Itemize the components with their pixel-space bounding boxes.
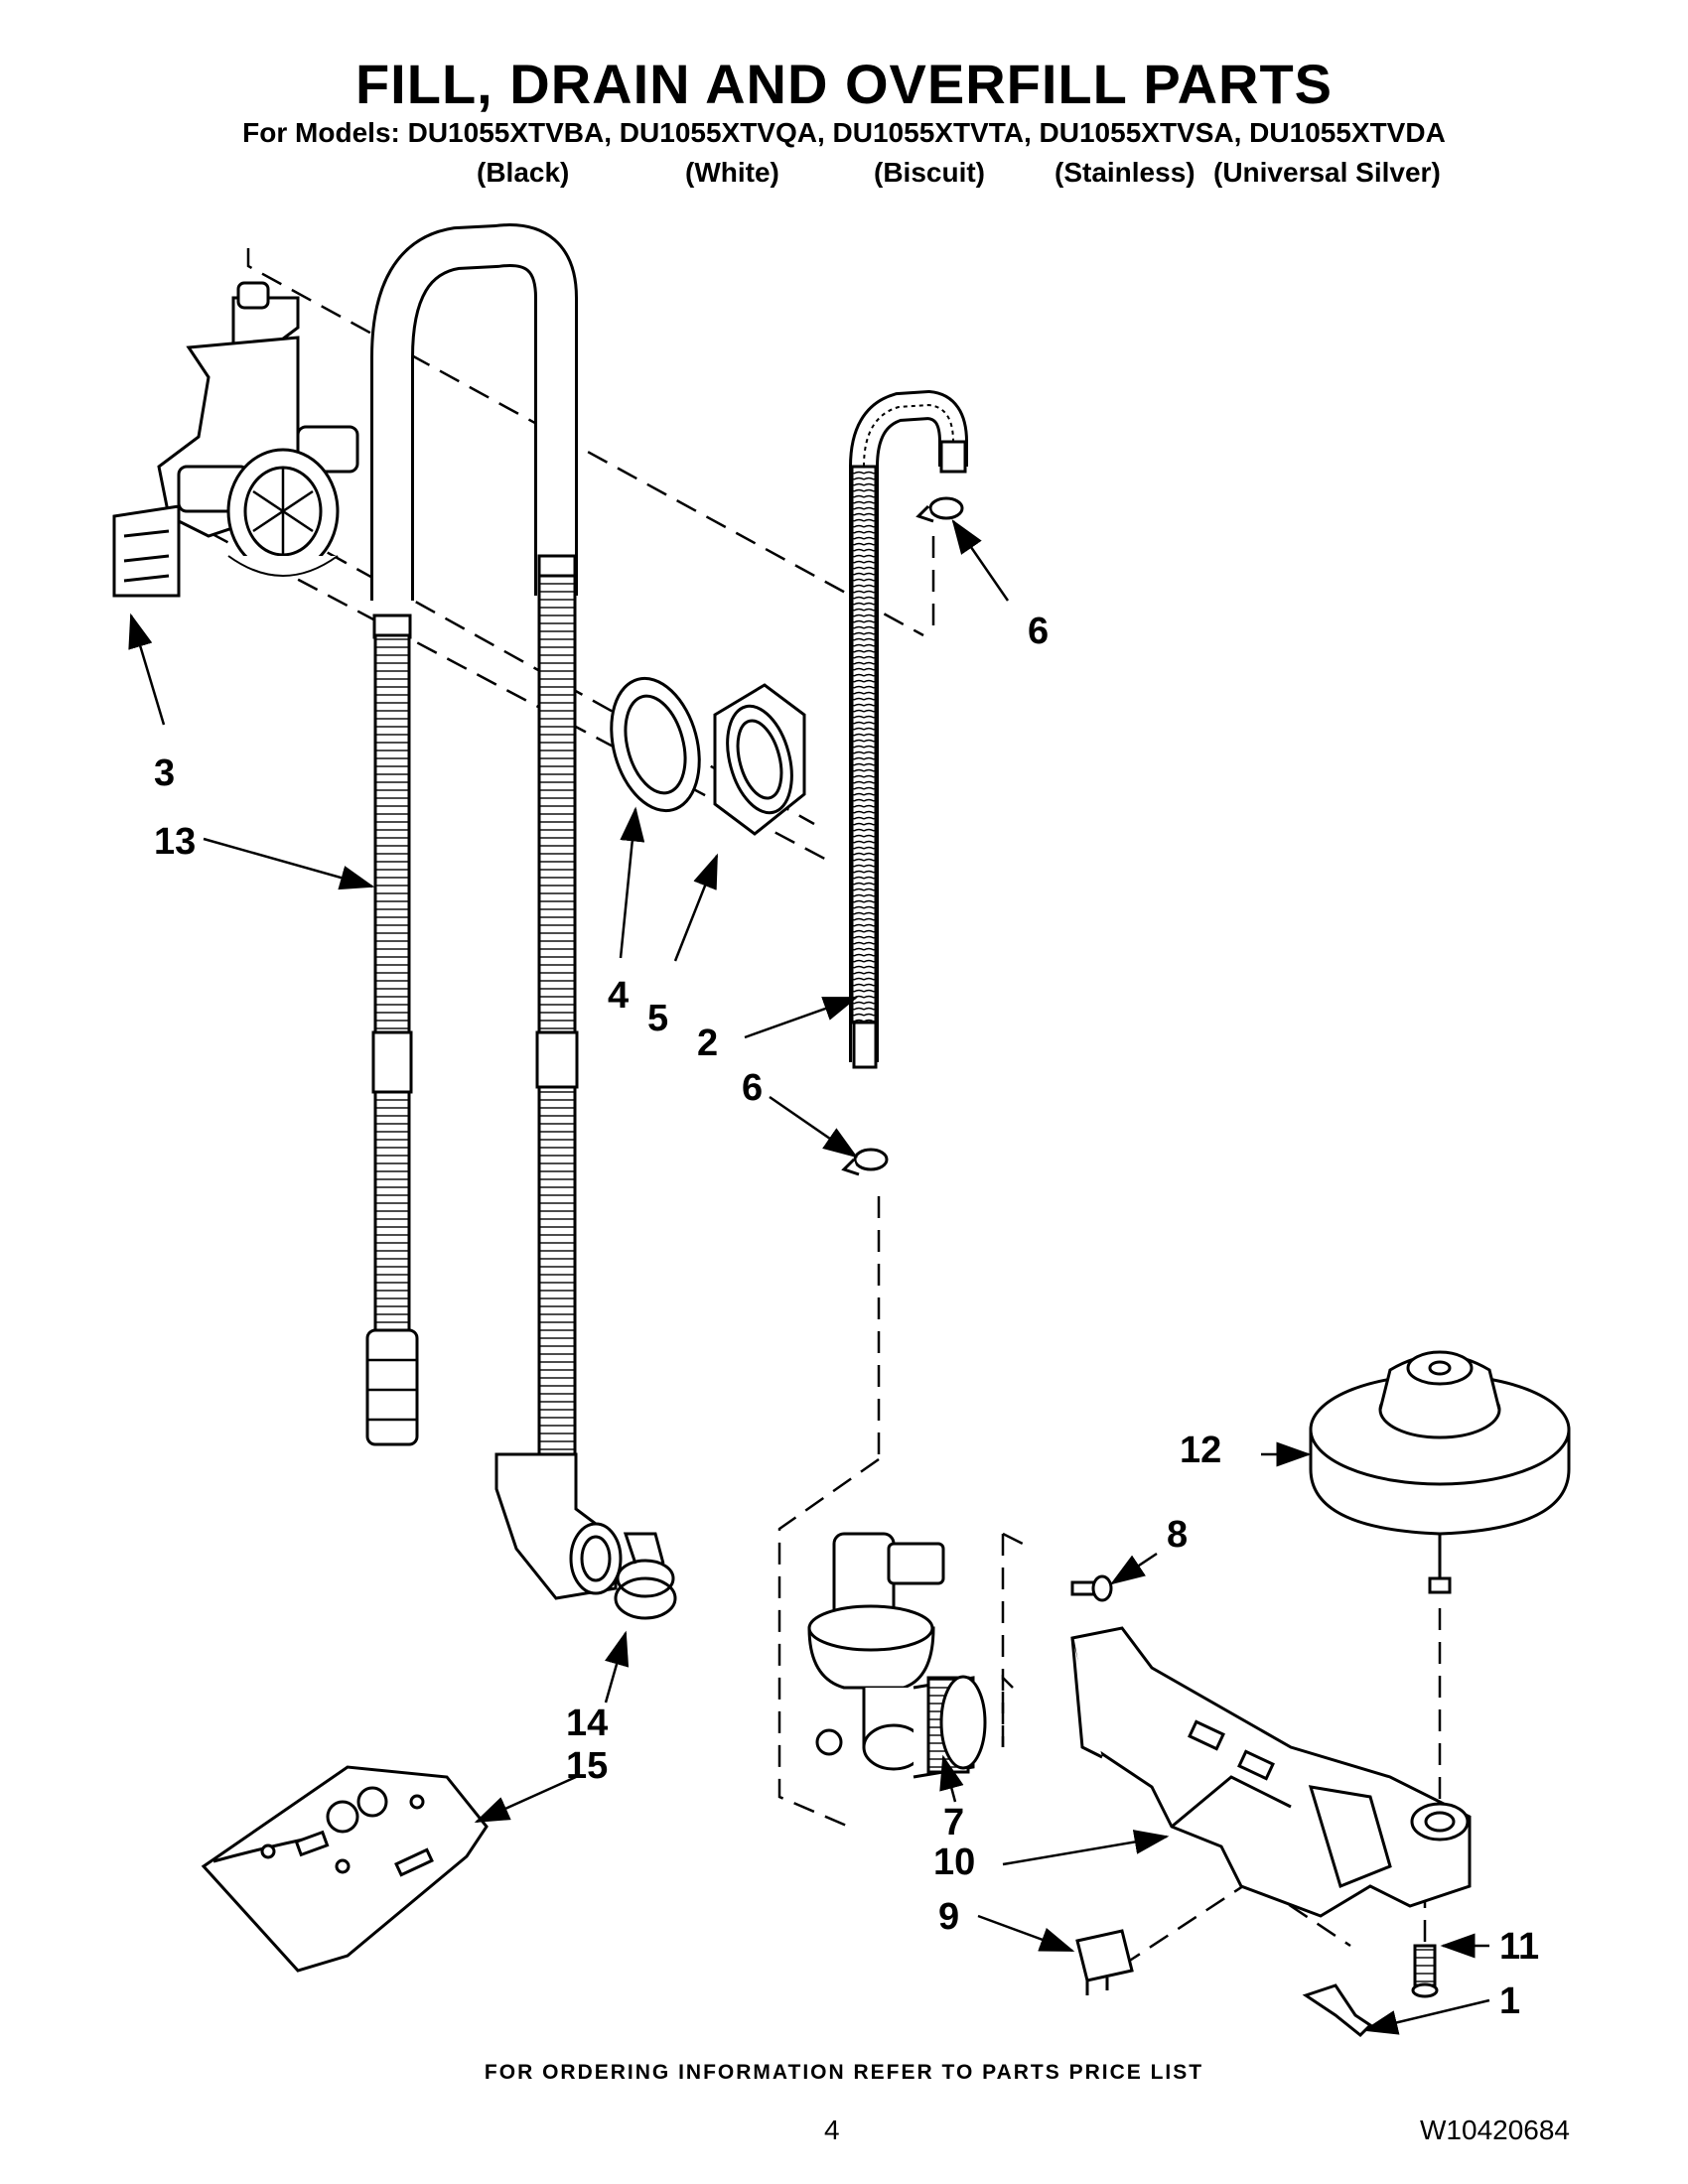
part-6-clamp-lower [841,1148,889,1176]
callout-10: 10 [933,1842,976,1883]
callout-4: 4 [608,975,630,1017]
callout-3: 3 [154,752,176,794]
callout-8: 8 [1167,1514,1189,1556]
callout-6-lower: 6 [742,1067,764,1109]
part-1-actuator [1302,1983,1373,2038]
color-white: (White) [685,157,779,188]
color-black: (Black) [477,157,570,188]
callout-2: 2 [697,1023,719,1064]
part-10-bracket [1070,1626,1472,1918]
callout-13: 13 [154,821,197,863]
part-9-switch [1075,1929,1134,1995]
part-2-fill-hose [849,389,968,1069]
callout-6-upper: 6 [1028,611,1050,652]
part-6-clamp-upper [915,496,964,523]
part-4-gasket [610,676,701,813]
models-line: For Models: DU1055XTVBA, DU1055XTVQA, DU… [242,117,1446,148]
callout-15: 15 [566,1745,609,1787]
part-14-clamp [614,1532,677,1620]
ordering-note: FOR ORDERING INFORMATION REFER TO PARTS … [484,2061,1204,2084]
callout-7: 7 [943,1802,965,1843]
color-universal-silver: (Universal Silver) [1213,157,1441,188]
callout-11: 11 [1499,1926,1540,1968]
part-7-water-valve [807,1532,987,1779]
callout-12: 12 [1180,1430,1222,1471]
assembly-lines [178,248,1442,1968]
color-stainless: (Stainless) [1055,157,1196,188]
part-3-inlet-assembly [112,281,359,598]
part-5-nut [713,683,806,836]
part-8-screw [1070,1574,1113,1602]
callout-9: 9 [938,1896,960,1938]
callout-14: 14 [566,1703,609,1744]
color-biscuit: (Biscuit) [874,157,985,188]
callout-5: 5 [647,998,669,1039]
callout-1: 1 [1499,1980,1521,2022]
page-title: FILL, DRAIN AND OVERFILL PARTS [354,53,1334,115]
part-12-float [1309,1350,1571,1594]
part-11-screw [1411,1944,1439,1998]
leader-arrows [128,518,1490,2035]
document-number: W10420684 [1420,2115,1571,2145]
part-13-drain-hose [365,223,623,1600]
part-15-parts-bag [201,1765,489,1973]
page-number: 4 [824,2115,840,2145]
